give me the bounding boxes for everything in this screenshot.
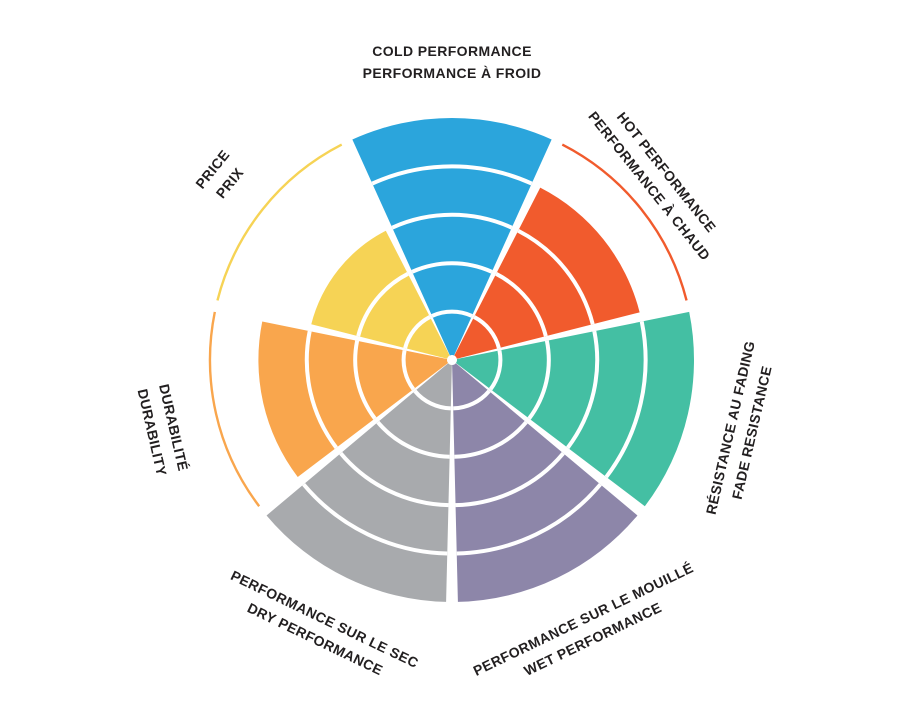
ring-line (391, 212, 513, 230)
wedge-wet-performance (452, 363, 638, 602)
ring-line (456, 483, 602, 556)
wedge-dry-performance (266, 363, 452, 602)
ring-line (401, 349, 416, 391)
ring-line (527, 340, 551, 420)
ring-line (473, 315, 501, 349)
category-label-line: PERFORMANCE À FROID (362, 65, 542, 81)
ring-line (339, 451, 449, 508)
ring-line (403, 315, 431, 349)
ring-line (495, 272, 548, 337)
ring-line (413, 389, 451, 411)
ring-line (356, 272, 409, 337)
wedge-cold-performance (352, 118, 552, 356)
max-arc-durability (208, 311, 261, 507)
category-label-cold-performance: COLD PERFORMANCE PERFORMANCE À FROID (363, 40, 542, 84)
ring-line (488, 349, 503, 391)
ring-line (454, 420, 528, 459)
ring-line (371, 164, 533, 186)
ring-line (411, 261, 493, 274)
category-label-line: COLD PERFORMANCE (372, 43, 532, 59)
ring-line (453, 389, 491, 411)
max-arc-hot-performance (561, 143, 688, 301)
ring-line (304, 330, 338, 449)
max-arc-price (216, 143, 343, 301)
ring-line (376, 420, 450, 459)
wedge-fade-resistance (455, 311, 695, 507)
wedge-hot-performance (454, 187, 640, 359)
ring-line (604, 321, 648, 479)
ring-line (302, 483, 448, 556)
ring-line (431, 309, 473, 318)
ring-line (353, 340, 377, 420)
ring-line (455, 451, 565, 508)
ring-line (517, 228, 595, 325)
ring-line (566, 330, 600, 449)
